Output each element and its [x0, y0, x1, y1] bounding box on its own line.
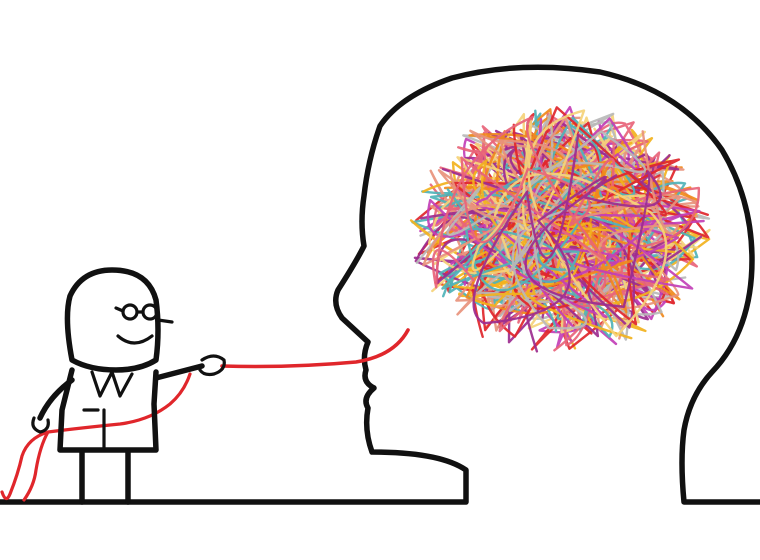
tangle-thread	[472, 159, 641, 340]
tangle-thread	[428, 156, 646, 276]
head-silhouette	[0, 64, 760, 505]
doctor-arm-left	[37, 377, 75, 421]
doctor-hand-right	[198, 354, 226, 377]
doctor-arm-right	[153, 363, 205, 381]
doctor-coat	[57, 367, 159, 453]
doctor-smile	[116, 334, 154, 345]
thread-tangle-brain	[409, 105, 711, 353]
red-thread-trailing	[0, 372, 192, 502]
glasses-bridge	[114, 306, 145, 314]
doctor-head	[64, 267, 161, 373]
red-thread-to-hand	[220, 328, 410, 369]
tangle-thread	[431, 115, 616, 289]
doctor-legs	[79, 449, 131, 505]
doctor-nose	[156, 318, 174, 324]
doctor-hand-left	[31, 416, 50, 434]
tangle-thread	[476, 113, 663, 316]
doctor-figure	[31, 267, 226, 505]
tangle-thread	[472, 135, 662, 325]
coat-lapel	[82, 370, 134, 450]
